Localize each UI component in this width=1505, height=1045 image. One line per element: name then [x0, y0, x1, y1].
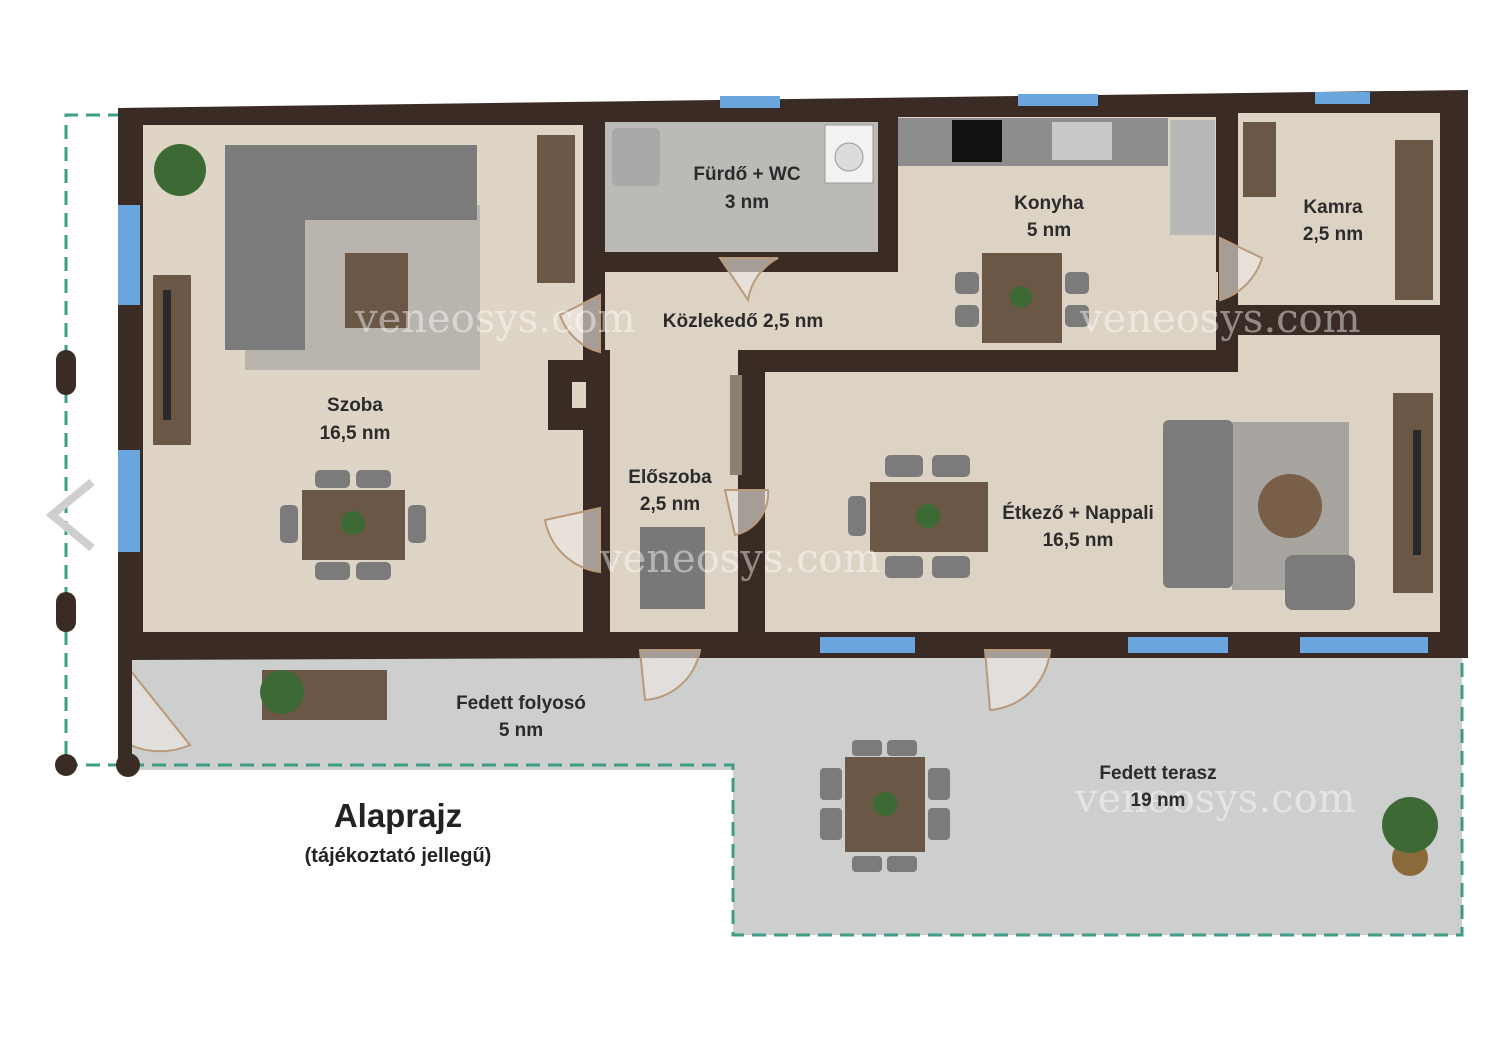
tv-cabinet: [153, 275, 191, 445]
wall-kamra-bottom: [1238, 305, 1463, 333]
room-area-etkezo: 16,5 nm: [1043, 530, 1114, 551]
window: [118, 205, 140, 305]
window: [720, 96, 780, 108]
room-area-eloszoba: 2,5 nm: [640, 494, 700, 515]
window: [118, 450, 140, 552]
tv: [1413, 430, 1421, 555]
boiler: [612, 128, 660, 186]
room-area-terasz: 19 nm: [1131, 790, 1186, 811]
plant-icon: [1382, 797, 1438, 853]
room-area-konyha: 5 nm: [1027, 220, 1071, 241]
kitchen-counter: [898, 118, 1168, 166]
plant-icon: [341, 511, 365, 535]
armchair: [1285, 555, 1355, 610]
watermark: veneosys.com: [1079, 296, 1361, 342]
room-name-kamra: Kamra: [1303, 197, 1363, 218]
pantry-shelf: [1395, 140, 1433, 300]
plant-icon: [154, 144, 206, 196]
watermark: veneosys.com: [1074, 776, 1356, 822]
window: [820, 637, 915, 653]
window: [1300, 637, 1428, 653]
plant-icon: [873, 792, 897, 816]
wall-kozlekedo-bottom: [738, 350, 1238, 372]
tv: [163, 290, 171, 420]
room-area-furdo: 3 nm: [725, 192, 769, 213]
room-name-szoba: Szoba: [327, 395, 383, 416]
watermark: veneosys.com: [354, 296, 636, 342]
coffee-table: [345, 253, 408, 328]
room-name-etkezo: Étkező + Nappali: [1002, 502, 1154, 524]
room-name-furdo: Fürdő + WC: [693, 164, 800, 185]
washing-machine-drum: [834, 142, 864, 172]
room-area-folyoso: 5 nm: [499, 720, 543, 741]
wall-konyha-lower: [1216, 300, 1238, 372]
room-area-kamra: 2,5 nm: [1303, 224, 1363, 245]
chairs: [955, 272, 1089, 327]
room-name-konyha: Konyha: [1014, 193, 1084, 214]
room-name-terasz: Fedett terasz: [1099, 763, 1216, 784]
property-boundary: [64, 113, 1464, 937]
porch-wall-left: [118, 655, 132, 765]
plant-icon: [260, 670, 304, 714]
chairs: [280, 470, 426, 580]
room-name-folyoso: Fedett folyosó: [456, 693, 586, 714]
coffee-table: [1258, 474, 1322, 538]
window: [1128, 637, 1228, 653]
sink: [1052, 122, 1112, 160]
wall-bottom: [118, 632, 1468, 658]
entrance-arrow-icon: [45, 478, 95, 552]
room-area-szoba: 16,5 nm: [320, 423, 391, 444]
post: [55, 754, 77, 776]
gate-post: [56, 350, 76, 395]
chimney-hole: [572, 382, 586, 408]
window: [1018, 94, 1098, 106]
gate-post: [56, 592, 76, 632]
fridge: [1170, 120, 1215, 235]
window: [1315, 92, 1370, 104]
pantry-shelf: [1243, 122, 1276, 197]
wall-konyha-right: [1216, 112, 1238, 232]
corner-sofa: [225, 145, 477, 350]
cooktop: [952, 120, 1002, 162]
room-name-kozlekedo: Közlekedő 2,5 nm: [663, 311, 824, 332]
plan-subtitle: (tájékoztató jellegű): [305, 845, 492, 867]
sideboard: [537, 135, 575, 283]
door: [129, 236, 1264, 753]
room-name-eloszoba: Előszoba: [628, 467, 712, 488]
wall-eloszoba-right: [738, 350, 765, 482]
plant-icon: [916, 504, 940, 528]
plan-title: Alaprajz: [334, 797, 462, 834]
wall-eloszoba-right-lower: [738, 540, 765, 640]
doormat: [640, 527, 705, 609]
sofa: [1163, 420, 1233, 588]
shoe-rack: [730, 375, 742, 475]
chairs: [848, 455, 970, 578]
plant-icon: [1010, 286, 1032, 308]
watermark: veneosys.com: [599, 536, 881, 582]
wall-furdo-right: [878, 115, 898, 272]
chairs: [820, 740, 950, 872]
